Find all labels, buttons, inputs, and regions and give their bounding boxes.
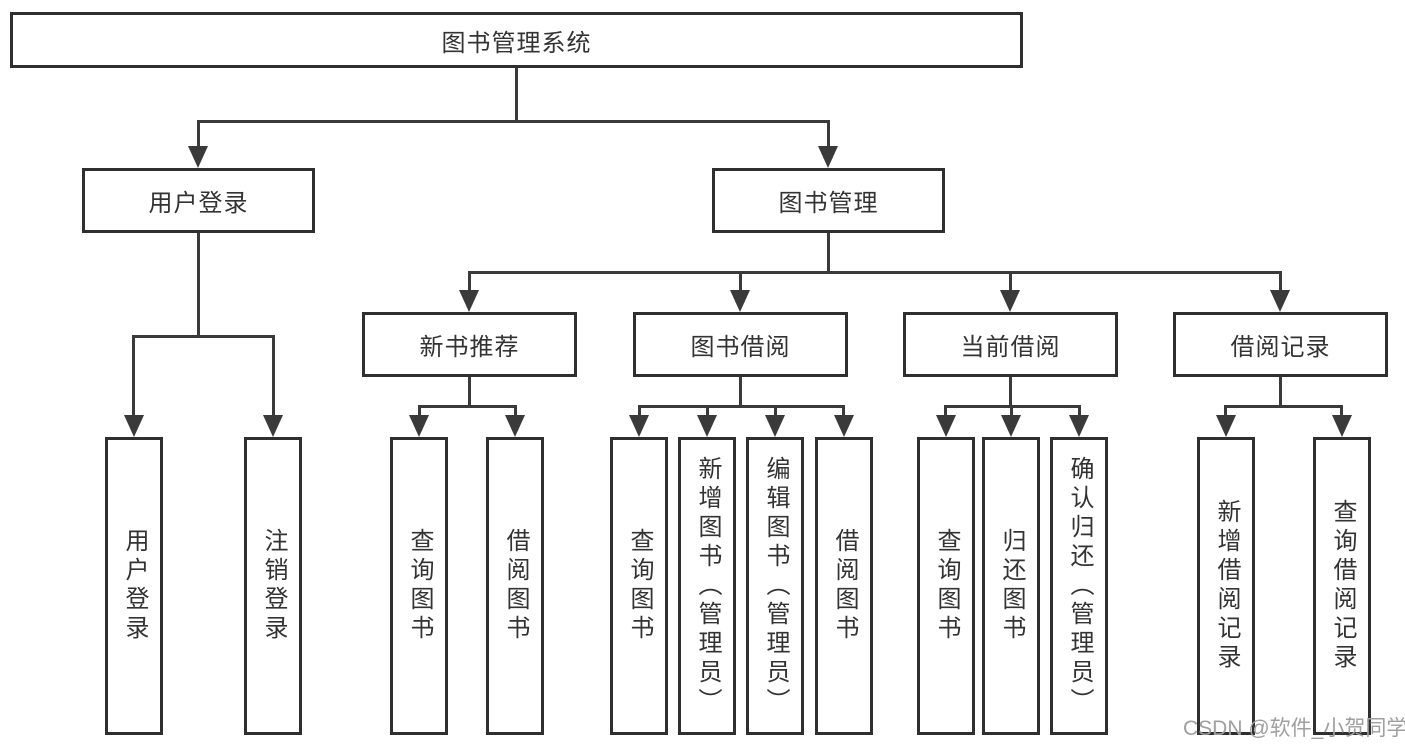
connector-line <box>468 271 1282 274</box>
connector-line <box>944 405 1081 408</box>
connector-line <box>774 407 777 417</box>
arrow-down-icon <box>818 146 838 168</box>
connector-line <box>132 337 135 417</box>
connector-line <box>418 405 517 408</box>
node-user-login-label: 用户登录 <box>148 190 249 217</box>
node-new-book-recommend: 新书推荐 <box>362 312 577 377</box>
leaf-user-login-label: 用户登录 <box>121 528 148 644</box>
leaf-query-books-1-label: 查询图书 <box>406 528 433 644</box>
node-root: 图书管理系统 <box>10 12 1023 68</box>
leaf-query-borrow-record: 查询借阅记录 <box>1313 437 1371 735</box>
connector-line <box>739 377 742 407</box>
arrow-down-icon <box>1069 415 1089 437</box>
leaf-borrow-books-1-label: 借阅图书 <box>502 528 529 644</box>
leaf-query-books-2-label: 查询图书 <box>626 528 653 644</box>
connector-line <box>706 407 709 417</box>
leaf-add-book-admin-label: 新增图书（管理员） <box>694 455 721 717</box>
connector-line <box>827 233 830 273</box>
connector-line <box>1078 407 1081 417</box>
leaf-query-books-3-label: 查询图书 <box>933 528 960 644</box>
leaf-add-borrow-record-label: 新增借阅记录 <box>1213 499 1240 673</box>
leaf-borrow-books-1: 借阅图书 <box>486 437 544 735</box>
node-current-borrow-label: 当前借阅 <box>960 334 1061 361</box>
csdn-watermark: CSDN @软件_小贺同学 <box>1183 717 1405 740</box>
arrow-down-icon <box>263 415 283 437</box>
connector-line <box>1279 377 1282 407</box>
connector-line <box>132 335 275 338</box>
connector-line <box>272 337 275 417</box>
connector-line <box>197 233 200 337</box>
connector-line <box>1009 273 1012 292</box>
arrow-down-icon <box>765 415 785 437</box>
connector-line <box>739 273 742 292</box>
node-new-book-recommend-label: 新书推荐 <box>419 334 520 361</box>
leaf-edit-book-admin: 编辑图书（管理员） <box>746 437 804 735</box>
connector-line <box>514 407 517 417</box>
connector-line <box>1279 273 1282 292</box>
arrow-down-icon <box>1000 290 1020 312</box>
connector-line <box>197 120 830 123</box>
connector-line <box>1224 405 1343 408</box>
connector-line <box>418 407 421 417</box>
arrow-down-icon <box>730 290 750 312</box>
leaf-query-books-3: 查询图书 <box>917 437 975 735</box>
leaf-borrow-books-2: 借阅图书 <box>815 437 873 735</box>
leaf-return-book-label: 归还图书 <box>998 528 1025 644</box>
arrow-down-icon <box>834 415 854 437</box>
arrow-down-icon <box>936 415 956 437</box>
leaf-query-books-1: 查询图书 <box>390 437 448 735</box>
leaf-confirm-return-admin: 确认归还（管理员） <box>1050 437 1108 735</box>
leaf-add-borrow-record: 新增借阅记录 <box>1197 437 1255 735</box>
leaf-query-books-2: 查询图书 <box>610 437 668 735</box>
node-root-label: 图书管理系统 <box>441 29 592 57</box>
connector-line <box>1010 407 1013 417</box>
leaf-edit-book-admin-label: 编辑图书（管理员） <box>762 455 789 717</box>
arrow-down-icon <box>188 146 208 168</box>
connector-line <box>944 407 947 417</box>
arrow-down-icon <box>459 290 479 312</box>
connector-line <box>1340 407 1343 417</box>
arrow-down-icon <box>409 415 429 437</box>
arrow-down-icon <box>629 415 649 437</box>
connector-line <box>638 407 641 417</box>
arrow-down-icon <box>1216 415 1236 437</box>
arrow-down-icon <box>1270 290 1290 312</box>
node-book-borrow: 图书借阅 <box>633 312 848 377</box>
leaf-confirm-return-admin-label: 确认归还（管理员） <box>1066 455 1093 717</box>
leaf-borrow-books-2-label: 借阅图书 <box>831 528 858 644</box>
arrow-down-icon <box>1332 415 1352 437</box>
connector-line <box>468 377 471 407</box>
connector-line <box>638 405 845 408</box>
arrow-down-icon <box>697 415 717 437</box>
node-book-management: 图书管理 <box>712 168 945 233</box>
connector-line <box>197 122 200 148</box>
connector-line <box>827 122 830 148</box>
arrow-down-icon <box>1001 415 1021 437</box>
leaf-user-login: 用户登录 <box>105 437 163 735</box>
node-borrow-records: 借阅记录 <box>1173 312 1388 377</box>
arrow-down-icon <box>505 415 525 437</box>
leaf-add-book-admin: 新增图书（管理员） <box>678 437 736 735</box>
node-book-borrow-label: 图书借阅 <box>690 334 791 361</box>
node-borrow-records-label: 借阅记录 <box>1230 334 1331 361</box>
leaf-query-borrow-record-label: 查询借阅记录 <box>1329 499 1356 673</box>
arrow-down-icon <box>124 415 144 437</box>
node-user-login: 用户登录 <box>82 168 315 233</box>
connector-line <box>842 407 845 417</box>
connector-line <box>515 68 518 122</box>
leaf-return-book: 归还图书 <box>982 437 1040 735</box>
connector-line <box>1224 407 1227 417</box>
connector-line <box>468 273 471 292</box>
node-current-borrow: 当前借阅 <box>903 312 1118 377</box>
node-book-management-label: 图书管理 <box>778 190 879 217</box>
leaf-logout: 注销登录 <box>244 437 302 735</box>
leaf-logout-label: 注销登录 <box>260 528 287 644</box>
connector-line <box>1009 377 1012 407</box>
